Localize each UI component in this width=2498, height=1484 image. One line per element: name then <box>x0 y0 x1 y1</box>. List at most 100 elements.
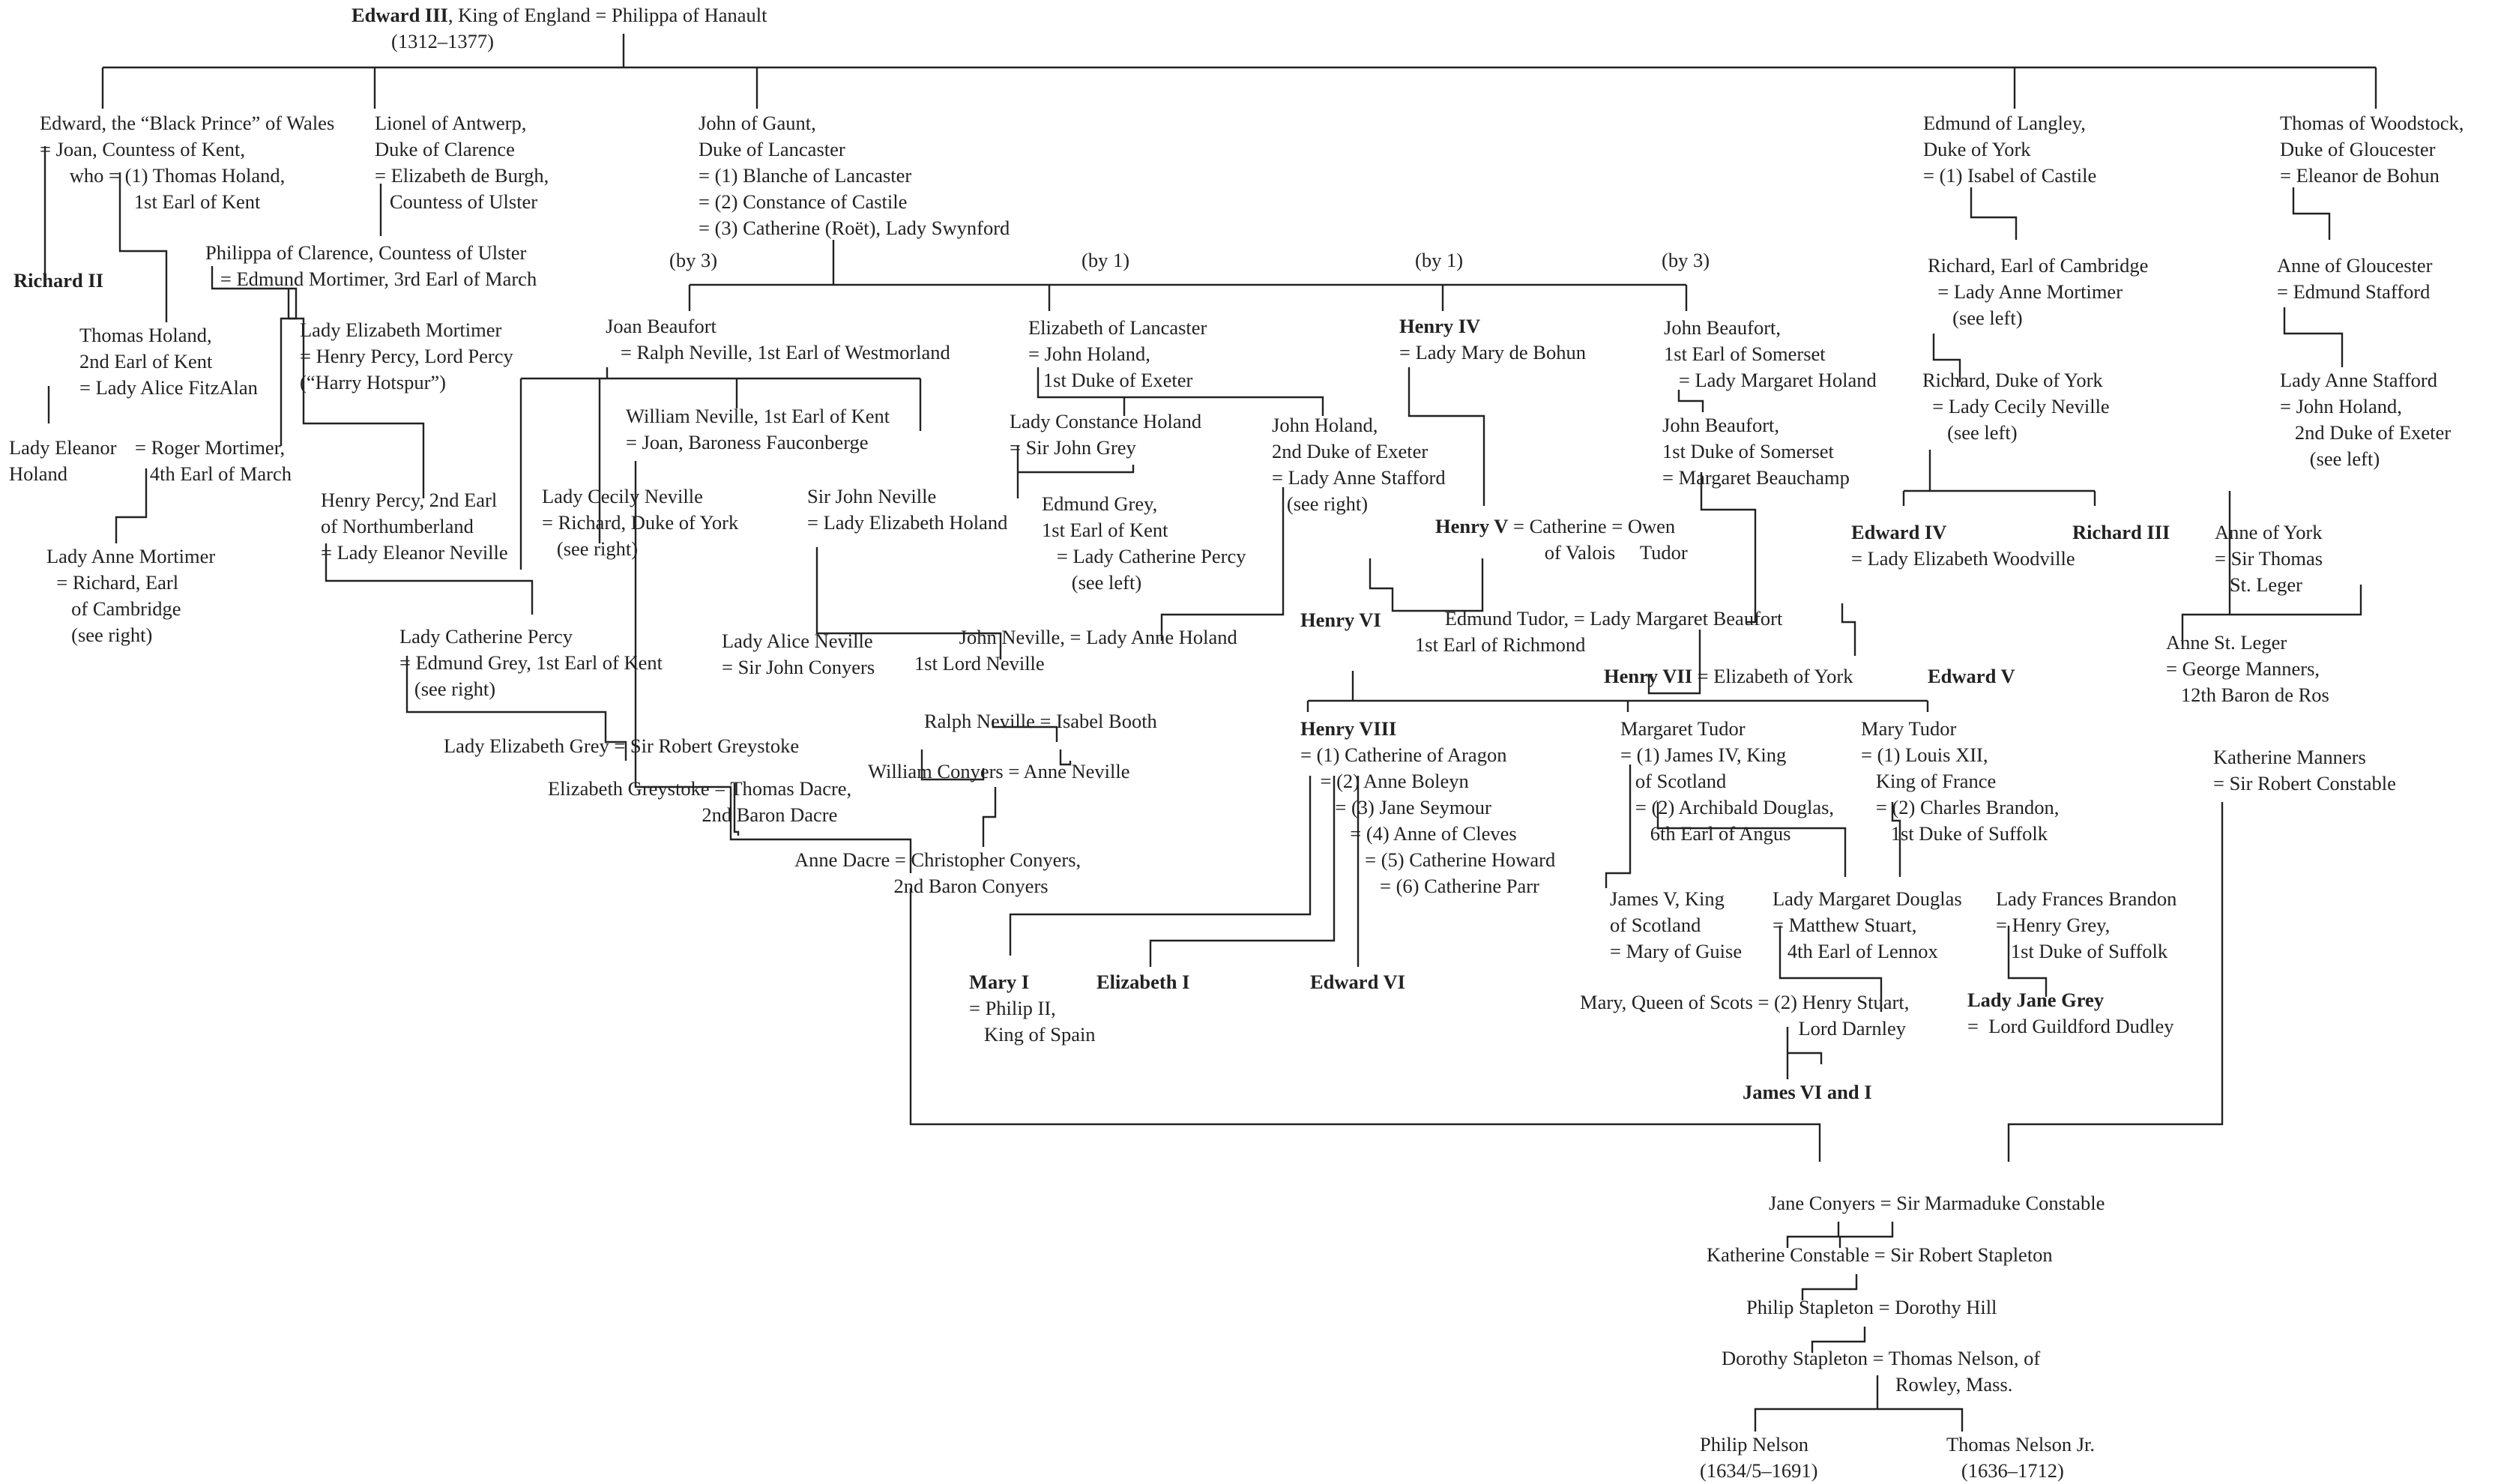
entry-text: = Eleanor de Bohun <box>2280 164 2440 187</box>
entry-line: (by 3) <box>669 249 717 271</box>
entry-text: = (2) Anne Boleyn <box>1300 770 1469 792</box>
connector-line <box>992 720 1058 742</box>
entry-line: = Edmund Stafford <box>2277 279 2433 305</box>
entry-text: Margaret Tudor <box>1620 717 1746 740</box>
entry-text: Lady Eleanor <box>9 436 117 459</box>
entry-line: (1634/5–1691) <box>1700 1458 1818 1484</box>
entry-line: = (1) Isabel of Castile <box>1923 163 2096 189</box>
person-jane-conyers: Jane Conyers = Sir Marmaduke Constable <box>1769 1190 2105 1216</box>
entry-line: John of Gaunt, <box>699 110 1010 136</box>
person-edmund-of-langley: Edmund of Langley,Duke of York= (1) Isab… <box>1923 110 2096 189</box>
connector-line <box>1902 489 2096 506</box>
entry-text: of Cambridge <box>46 597 181 620</box>
entry-text: , King of England = Philippa of Hanault <box>447 4 767 26</box>
entry-line: Lady Elizabeth Grey = Sir Robert Greysto… <box>444 733 799 759</box>
entry-line: Anne St. Leger <box>2166 630 2329 656</box>
entry-text: 4th Earl of Lennox <box>1773 940 1938 962</box>
connector-line <box>909 888 1821 1162</box>
person-lady-jane-grey: Lady Jane Grey= Lord Guildford Dudley <box>1967 987 2173 1040</box>
entry-line: = Margaret Beauchamp <box>1662 465 1850 491</box>
entry-line: Anne of York <box>2215 519 2323 546</box>
connector-line <box>1408 367 1485 506</box>
entry-line: Richard, Earl of Cambridge <box>1928 253 2148 279</box>
entry-text: = Lady Anne Mortimer <box>1928 280 2123 303</box>
entry-text: Lady Catherine Percy <box>399 625 573 648</box>
entry-line: William Neville, 1st Earl of Kent <box>626 403 890 429</box>
person-philip-nelson: Philip Nelson(1634/5–1691) <box>1700 1432 1818 1484</box>
entry-text: (see left) <box>1928 307 2023 329</box>
connector-line <box>982 787 997 847</box>
entry-text: Elizabeth of Lancaster <box>1028 316 1207 339</box>
entry-text: = Edmund Grey, 1st Earl of Kent <box>399 651 663 674</box>
entry-text: = (4) Anne of Cleves <box>1300 822 1517 845</box>
entry-line: (see left) <box>1922 420 2110 446</box>
person-philip-stapleton: Philip Stapleton = Dorothy Hill <box>1746 1294 1997 1321</box>
monarch-name: Edward VI <box>1310 971 1405 993</box>
entry-line: 12th Baron de Ros <box>2166 682 2329 708</box>
entry-text: Lady Elizabeth Grey = Sir Robert Greysto… <box>444 735 800 757</box>
entry-line: = Sir John Conyers <box>722 654 875 681</box>
person-margaret-tudor: Margaret Tudor= (1) James IV, King of Sc… <box>1620 716 1834 847</box>
entry-text: = John Holand, <box>2280 395 2402 417</box>
entry-line: Lord Darnley <box>1580 1016 1909 1042</box>
entry-line: = Henry Grey, <box>1996 912 2176 938</box>
entry-line: King of France <box>1861 768 2059 794</box>
entry-text: Lord Darnley <box>1580 1017 1907 1040</box>
entry-line: = (1) Catherine of Aragon <box>1300 742 1555 768</box>
connector-line <box>1891 802 1901 877</box>
entry-text: King of Spain <box>969 1023 1096 1046</box>
connector-line <box>1656 802 1847 877</box>
entry-line: Duke of Clarence <box>375 136 549 163</box>
person-anne-stafford: Lady Anne Stafford= John Holand, 2nd Duk… <box>2280 367 2451 472</box>
entry-text: Mary, Queen of Scots = (2) Henry Stuart, <box>1580 991 1910 1013</box>
entry-text: = Margaret Beauchamp <box>1662 466 1850 489</box>
connector-line <box>1932 334 1961 382</box>
person-frances-brandon: Lady Frances Brandon= Henry Grey, 1st Du… <box>1996 886 2176 965</box>
entry-text: Anne St. Leger <box>2166 631 2287 654</box>
connector-line <box>1149 776 1336 967</box>
entry-line: Jane Conyers = Sir Marmaduke Constable <box>1769 1190 2105 1216</box>
connector-line <box>688 283 1688 311</box>
entry-text: = John Holand, <box>1028 343 1150 365</box>
entry-line: 2nd Duke of Exeter <box>2280 420 2451 446</box>
connector-line <box>1369 558 1484 612</box>
entry-line: = Lady Alice FitzAlan <box>79 375 258 401</box>
connector-line <box>2181 585 2362 645</box>
entry-text: = Richard, Duke of York <box>542 511 739 534</box>
entry-text: = Matthew Stuart, <box>1773 914 1917 936</box>
entry-line: Lady Anne Mortimer <box>46 543 215 570</box>
monarch-name: Edward IV <box>1851 521 1947 543</box>
entry-text: 1st Duke of Suffolk <box>1996 940 2168 962</box>
entry-text: = Elizabeth of York <box>1692 665 1853 687</box>
entry-line: King of Spain <box>969 1022 1096 1048</box>
connector-line <box>1677 390 1704 412</box>
person-john-of-gaunt: John of Gaunt,Duke of Lancaster= (1) Bla… <box>699 110 1010 241</box>
entry-text: = (1) Isabel of Castile <box>1923 164 2097 187</box>
entry-line: (see left) <box>2280 446 2451 472</box>
entry-text: = Edmund Mortimer, 3rd Earl of March <box>205 268 537 290</box>
entry-line: St. Leger <box>2215 572 2323 598</box>
connector-line <box>1016 446 1135 498</box>
entry-line: = Edmund Grey, 1st Earl of Kent <box>399 650 663 676</box>
entry-text: = Mary of Guise <box>1610 940 1743 962</box>
entry-line: = Lady Margaret Holand <box>1664 367 1877 393</box>
person-mary-tudor: Mary Tudor= (1) Louis XII, King of Franc… <box>1861 716 2059 847</box>
person-katherine-manners: Katherine Manners= Sir Robert Constable <box>2213 744 2396 797</box>
entry-text: Lady Cecily Neville <box>542 485 703 507</box>
entry-line: Katherine Constable = Sir Robert Staplet… <box>1707 1242 2053 1268</box>
entry-text: Anne of York <box>2215 521 2323 543</box>
entry-line: Margaret Tudor <box>1620 716 1834 742</box>
entry-text: = (5) Catherine Howard <box>1300 848 1556 871</box>
entry-line: Duke of York <box>1923 136 2096 163</box>
entry-text: Lady Elizabeth Mortimer <box>300 319 502 341</box>
entry-text: Ralph Neville = Isabel Booth <box>924 710 1157 732</box>
entry-text: Dorothy Stapleton = Thomas Nelson, of <box>1722 1347 2041 1369</box>
entry-line: James VI and I <box>1743 1079 1872 1106</box>
entry-text: = Lady Catherine Percy <box>1042 545 1246 567</box>
person-john-beaufort-earl: John Beaufort,1st Earl of Somerset = Lad… <box>1664 315 1877 393</box>
entry-text: = Richard, Earl <box>46 571 179 594</box>
entry-text: Rowley, Mass. <box>1722 1373 2013 1396</box>
